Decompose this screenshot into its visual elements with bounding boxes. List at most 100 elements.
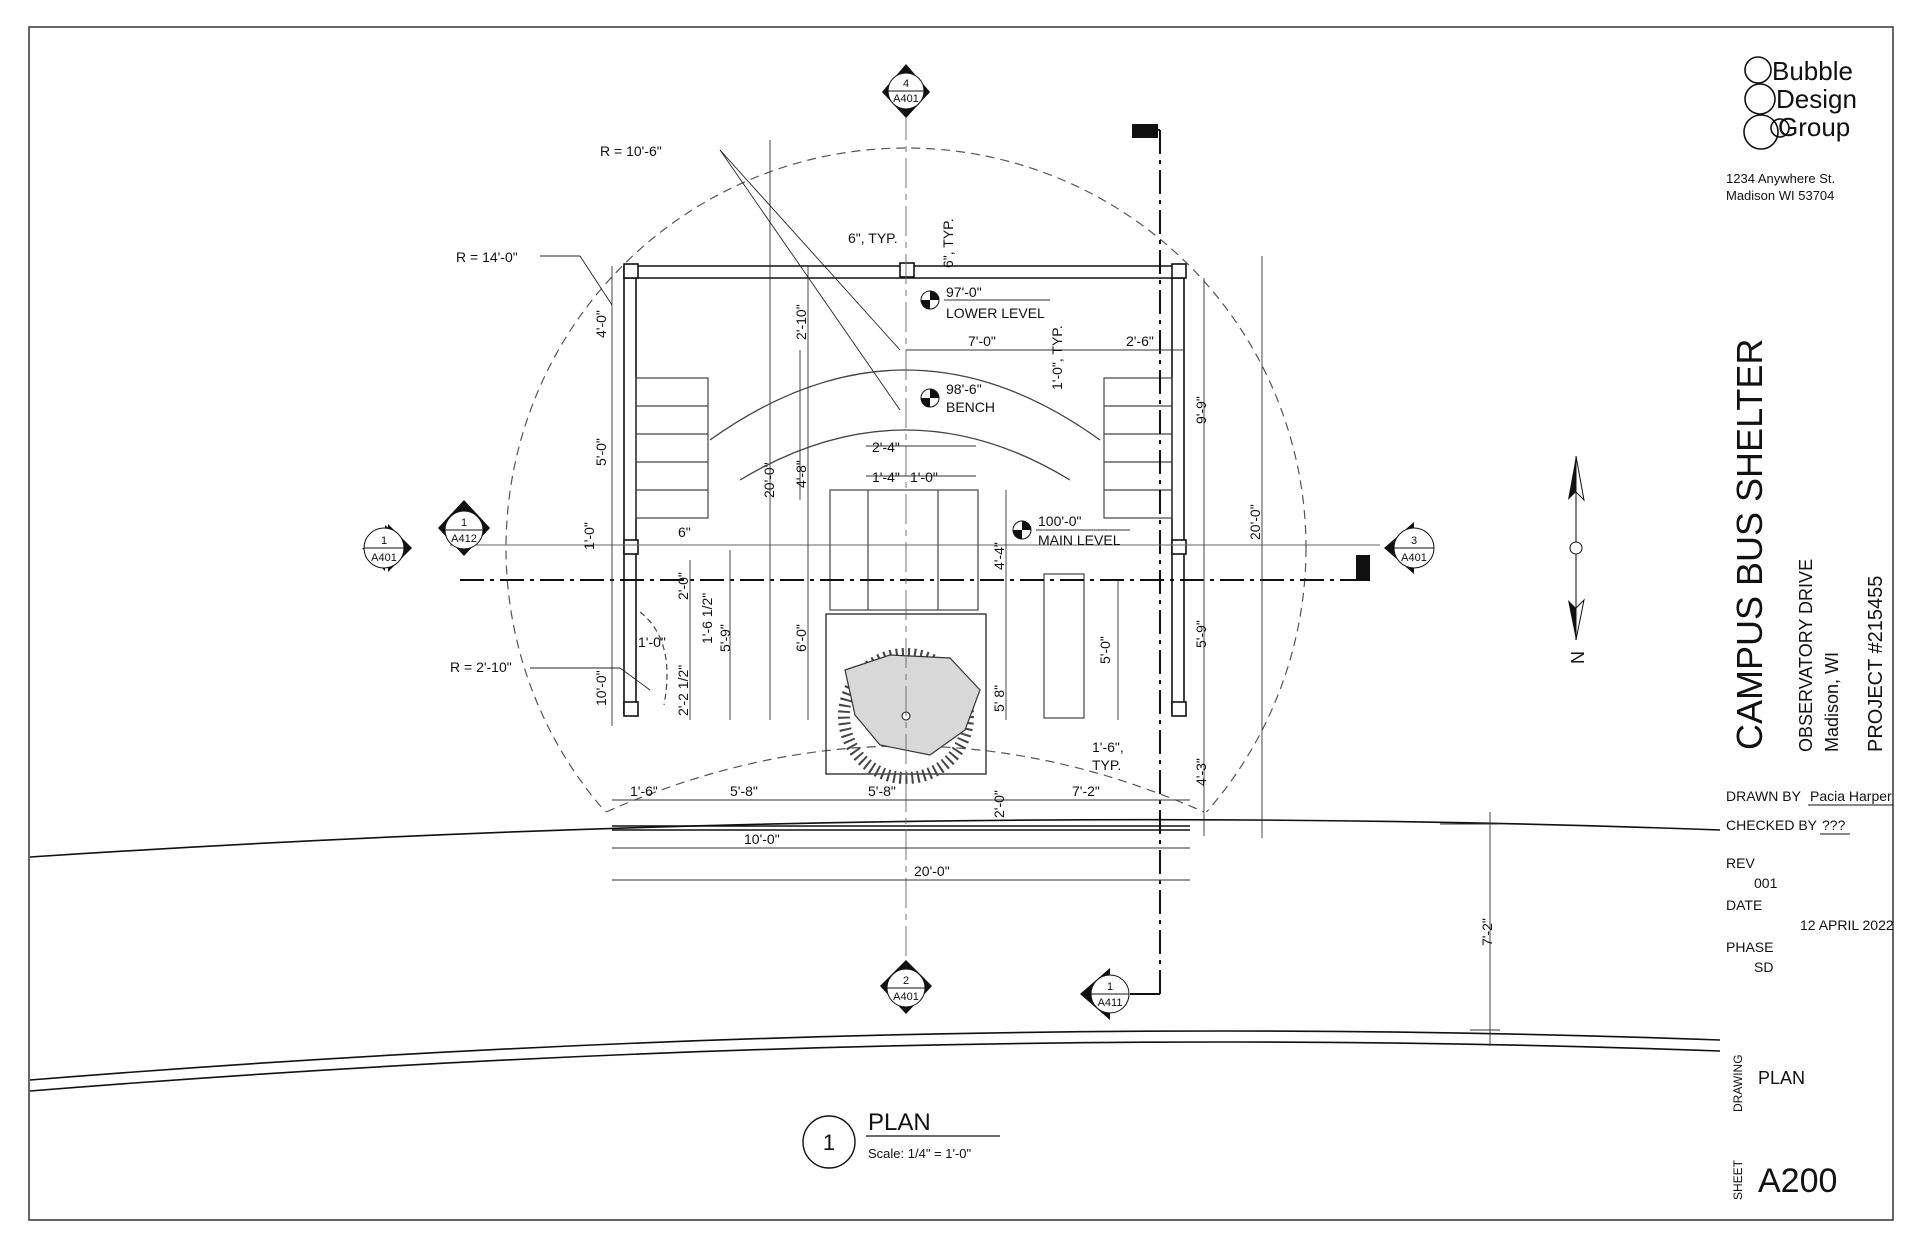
svg-text:4'-4": 4'-4" bbox=[991, 542, 1007, 570]
project-city: Madison, WI bbox=[1822, 652, 1842, 752]
section-tag-bottom2[interactable]: 1 A411 bbox=[1080, 968, 1130, 1020]
north-label: N bbox=[1568, 651, 1588, 664]
sheet-number: A200 bbox=[1758, 1162, 1837, 1200]
svg-text:1'-4": 1'-4" bbox=[872, 469, 900, 485]
bench-elev: 98'-6" bbox=[946, 381, 982, 397]
date-value: 12 APRIL 2022 bbox=[1800, 917, 1894, 933]
shelter-outline bbox=[612, 262, 1190, 831]
section-tag-bottom[interactable]: 2 A401 bbox=[880, 960, 932, 1014]
north-arrow: N bbox=[1568, 455, 1588, 664]
svg-text:5'-0": 5'-0" bbox=[593, 438, 609, 466]
center-lines bbox=[450, 110, 1380, 960]
svg-text:4: 4 bbox=[903, 78, 909, 90]
svg-text:4'-3": 4'-3" bbox=[1193, 758, 1209, 786]
horizontal-dims: 7'-0" 2'-6" 2'-4" 1'-4" 1'-0" 1'-0" 1'-6… bbox=[630, 333, 1154, 879]
title-block: DRAWN BY Pacia Harper CHECKED BY ??? REV… bbox=[1726, 788, 1894, 1200]
bench-name: BENCH bbox=[946, 399, 995, 415]
svg-text:5'-9": 5'-9" bbox=[717, 624, 733, 652]
svg-text:6'-0": 6'-0" bbox=[793, 624, 809, 652]
radius-mid-label: R = 10'-6" bbox=[600, 143, 662, 159]
note-1-6-typ-b: TYP. bbox=[1092, 757, 1121, 773]
firm-name-3: Group bbox=[1778, 112, 1850, 142]
svg-text:1'-0": 1'-0" bbox=[581, 522, 597, 550]
note-six-in: 6" bbox=[678, 524, 691, 540]
main-level-name: MAIN LEVEL bbox=[1038, 532, 1121, 548]
stairs-right bbox=[1103, 377, 1173, 519]
lower-level-name: LOWER LEVEL bbox=[946, 305, 1045, 321]
svg-text:5' 8": 5' 8" bbox=[991, 685, 1007, 712]
svg-text:4'-0": 4'-0" bbox=[593, 310, 609, 338]
svg-text:PHASE: PHASE bbox=[1726, 939, 1773, 955]
section-lines bbox=[460, 129, 1356, 995]
sheet-border bbox=[28, 26, 1894, 1221]
svg-text:DATE: DATE bbox=[1726, 897, 1762, 913]
view-title-text: PLAN bbox=[868, 1109, 931, 1136]
svg-text:DRAWN BY: DRAWN BY bbox=[1726, 788, 1802, 804]
center-seats bbox=[829, 489, 1085, 719]
svg-text:SHEET: SHEET bbox=[1731, 1159, 1745, 1200]
svg-text:A401: A401 bbox=[1401, 552, 1427, 564]
checked-by: ??? bbox=[1822, 817, 1846, 833]
firm-address-1: 1234 Anywhere St. bbox=[1726, 171, 1835, 186]
svg-text:7'-2": 7'-2" bbox=[1072, 783, 1100, 799]
svg-text:7'-0": 7'-0" bbox=[968, 333, 996, 349]
section-tag-top[interactable]: 4 A401 bbox=[882, 64, 930, 118]
svg-text:20'-0": 20'-0" bbox=[1247, 504, 1263, 540]
phase-value: SD bbox=[1754, 959, 1773, 975]
svg-text:4'-8": 4'-8" bbox=[793, 460, 809, 488]
road-curbs bbox=[29, 818, 1721, 1092]
section-tag-left2[interactable]: 1 A412 bbox=[438, 500, 490, 556]
svg-text:5'-8": 5'-8" bbox=[868, 783, 896, 799]
firm-name-1: Bubble bbox=[1772, 56, 1853, 86]
svg-text:REV: REV bbox=[1726, 855, 1755, 871]
project-number: PROJECT #215455 bbox=[1865, 576, 1887, 752]
svg-text:2'-0": 2'-0" bbox=[991, 790, 1007, 818]
cut-marker-right bbox=[1356, 555, 1370, 581]
bench-arcs bbox=[709, 369, 1101, 481]
svg-text:A401: A401 bbox=[371, 552, 397, 564]
dimension-lines bbox=[530, 140, 1500, 1046]
svg-text:CHECKED BY: CHECKED BY bbox=[1726, 817, 1818, 833]
svg-text:5'-0": 5'-0" bbox=[1097, 636, 1113, 664]
svg-text:20'-0": 20'-0" bbox=[761, 462, 777, 498]
door-swing bbox=[639, 611, 668, 706]
note-1-0-typ: 1'-0", TYP. bbox=[1049, 325, 1065, 390]
svg-text:5'-8": 5'-8" bbox=[730, 783, 758, 799]
note-6-typ-h: 6", TYP. bbox=[848, 230, 898, 246]
svg-text:10'-0": 10'-0" bbox=[593, 670, 609, 706]
cut-marker-top bbox=[1132, 124, 1158, 138]
svg-text:1: 1 bbox=[381, 535, 387, 547]
project-street: OBSERVATORY DRIVE bbox=[1796, 559, 1816, 752]
drawn-by: Pacia Harper bbox=[1810, 788, 1892, 804]
svg-text:A401: A401 bbox=[893, 93, 919, 105]
view-scale: Scale: 1/4" = 1'-0" bbox=[868, 1146, 972, 1161]
view-number: 1 bbox=[823, 1130, 835, 1155]
svg-text:3: 3 bbox=[1411, 535, 1417, 547]
svg-text:2'-6": 2'-6" bbox=[1126, 333, 1154, 349]
svg-text:5'-9": 5'-9" bbox=[1193, 620, 1209, 648]
svg-text:7'-2": 7'-2" bbox=[1479, 918, 1495, 946]
view-title: 1 PLAN Scale: 1/4" = 1'-0" bbox=[802, 1109, 1000, 1169]
section-tag-left[interactable]: 1 A401 bbox=[362, 524, 412, 572]
svg-text:1'-6": 1'-6" bbox=[630, 783, 658, 799]
svg-text:1'-0": 1'-0" bbox=[910, 469, 938, 485]
project-title: CAMPUS BUS SHELTER bbox=[1729, 339, 1770, 750]
svg-text:A412: A412 bbox=[451, 533, 477, 545]
svg-text:2'-2 1/2": 2'-2 1/2" bbox=[675, 665, 691, 716]
level-marker-bench: 98'-6" BENCH bbox=[920, 381, 995, 415]
svg-text:DRAWING: DRAWING bbox=[1731, 1054, 1745, 1112]
firm-name-2: Design bbox=[1776, 84, 1857, 114]
stairs-left bbox=[635, 377, 709, 519]
svg-text:10'-0": 10'-0" bbox=[744, 831, 780, 847]
svg-text:2'-0": 2'-0" bbox=[675, 572, 691, 600]
section-tag-right[interactable]: 3 A401 bbox=[1384, 522, 1435, 574]
level-marker-main: 100'-0" MAIN LEVEL bbox=[1012, 513, 1130, 548]
lower-level-elev: 97'-0" bbox=[946, 284, 982, 300]
svg-text:1'-6 1/2": 1'-6 1/2" bbox=[699, 593, 715, 644]
level-marker-lower: 97'-0" LOWER LEVEL bbox=[920, 284, 1050, 321]
svg-text:2'-10": 2'-10" bbox=[793, 304, 809, 340]
svg-text:1: 1 bbox=[1107, 981, 1113, 993]
vertical-dims: 4'-0" 5'-0" 1'-0" 10'-0" 2'-10" 20'-0" 4… bbox=[581, 304, 1495, 946]
svg-text:20'-0": 20'-0" bbox=[914, 863, 950, 879]
